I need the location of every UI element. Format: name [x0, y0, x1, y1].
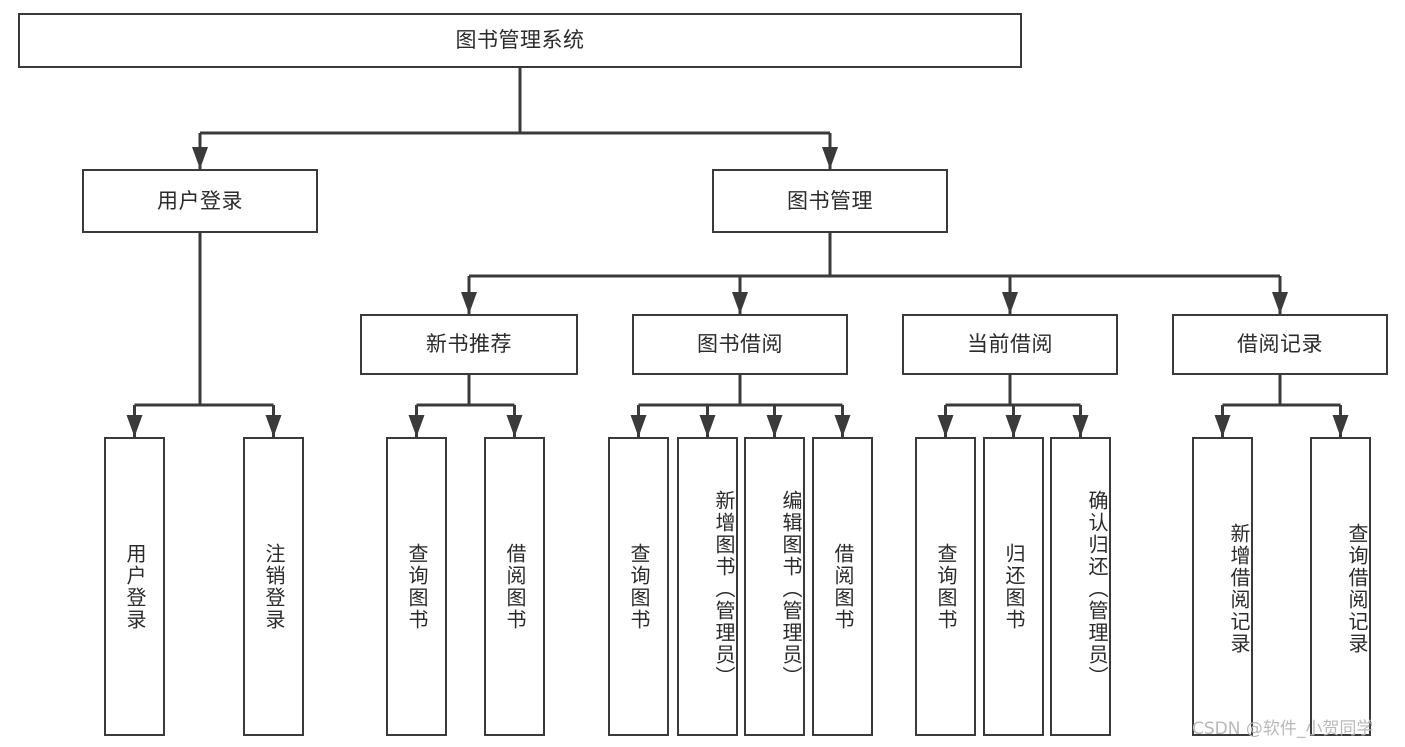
node-label: 查询借阅记录 — [1345, 522, 1369, 655]
node-leaf-cur-query[interactable]: 查询图书 — [915, 437, 976, 736]
node-label: 查询图书 — [627, 542, 651, 631]
node-label: 借阅记录 — [1237, 332, 1323, 357]
node-leaf-cur-return[interactable]: 归还图书 — [983, 437, 1044, 736]
arrow-head-icon — [506, 415, 523, 437]
node-label: 新增图书（管理员） — [712, 489, 736, 688]
arrow-head-icon — [1214, 415, 1231, 437]
node-label: 用户登录 — [157, 188, 243, 213]
node-label: 借阅图书 — [503, 542, 527, 631]
arrow-head-icon — [192, 147, 208, 169]
node-label: 新增借阅记录 — [1227, 522, 1251, 655]
arrow-head-icon — [1072, 415, 1089, 437]
node-label: 图书借阅 — [697, 332, 783, 357]
node-label: 查询图书 — [934, 542, 958, 631]
node-user-login[interactable]: 用户登录 — [82, 169, 318, 233]
watermark: CSDN @软件_小贺同学 — [1192, 719, 1374, 739]
arrow-head-icon — [630, 415, 647, 437]
node-leaf-user-logout[interactable]: 注销登录 — [243, 437, 304, 736]
node-label: 当前借阅 — [967, 332, 1053, 357]
arrow-head-icon — [822, 147, 838, 169]
arrow-head-icon — [1272, 292, 1288, 314]
node-current-borrow[interactable]: 当前借阅 — [902, 314, 1118, 375]
node-label: 注销登录 — [262, 542, 286, 631]
arrow-head-icon — [461, 292, 477, 314]
node-label: 图书管理 — [787, 188, 873, 213]
node-label: 图书管理系统 — [455, 28, 585, 53]
node-label: 借阅图书 — [831, 542, 855, 631]
node-leaf-user-login[interactable]: 用户登录 — [104, 437, 165, 736]
node-label: 新书推荐 — [426, 332, 512, 357]
arrow-head-icon — [732, 292, 748, 314]
arrow-head-icon — [699, 415, 716, 437]
node-leaf-cur-confirm[interactable]: 确认归还（管理员） — [1050, 437, 1111, 736]
node-leaf-rec-query[interactable]: 查询图书 — [386, 437, 447, 736]
node-new-book-rec[interactable]: 新书推荐 — [360, 314, 578, 375]
arrow-head-icon — [265, 415, 282, 437]
arrow-head-icon — [126, 415, 143, 437]
node-book-borrow[interactable]: 图书借阅 — [632, 314, 848, 375]
node-leaf-borrow-edit[interactable]: 编辑图书（管理员） — [744, 437, 805, 736]
node-leaf-borrow-lend[interactable]: 借阅图书 — [812, 437, 873, 736]
arrow-head-icon — [1332, 415, 1349, 437]
arrow-head-icon — [1002, 292, 1018, 314]
arrow-head-icon — [937, 415, 954, 437]
node-label: 归还图书 — [1002, 542, 1026, 631]
arrow-head-icon — [408, 415, 425, 437]
node-leaf-borrow-query[interactable]: 查询图书 — [608, 437, 669, 736]
arrow-head-icon — [834, 415, 851, 437]
node-root[interactable]: 图书管理系统 — [18, 13, 1022, 68]
node-leaf-rec-borrow[interactable]: 借阅图书 — [484, 437, 545, 736]
node-label: 查询图书 — [405, 542, 429, 631]
node-label: 用户登录 — [123, 542, 147, 631]
node-leaf-borrow-add[interactable]: 新增图书（管理员） — [677, 437, 738, 736]
node-label: 编辑图书（管理员） — [779, 489, 803, 688]
node-label: 确认归还（管理员） — [1085, 489, 1109, 688]
node-leaf-rec-search[interactable]: 查询借阅记录 — [1310, 437, 1371, 736]
arrow-head-icon — [766, 415, 783, 437]
arrow-head-icon — [1005, 415, 1022, 437]
node-leaf-rec-add[interactable]: 新增借阅记录 — [1192, 437, 1253, 736]
node-book-manage[interactable]: 图书管理 — [712, 169, 948, 233]
node-borrow-record[interactable]: 借阅记录 — [1172, 314, 1388, 375]
